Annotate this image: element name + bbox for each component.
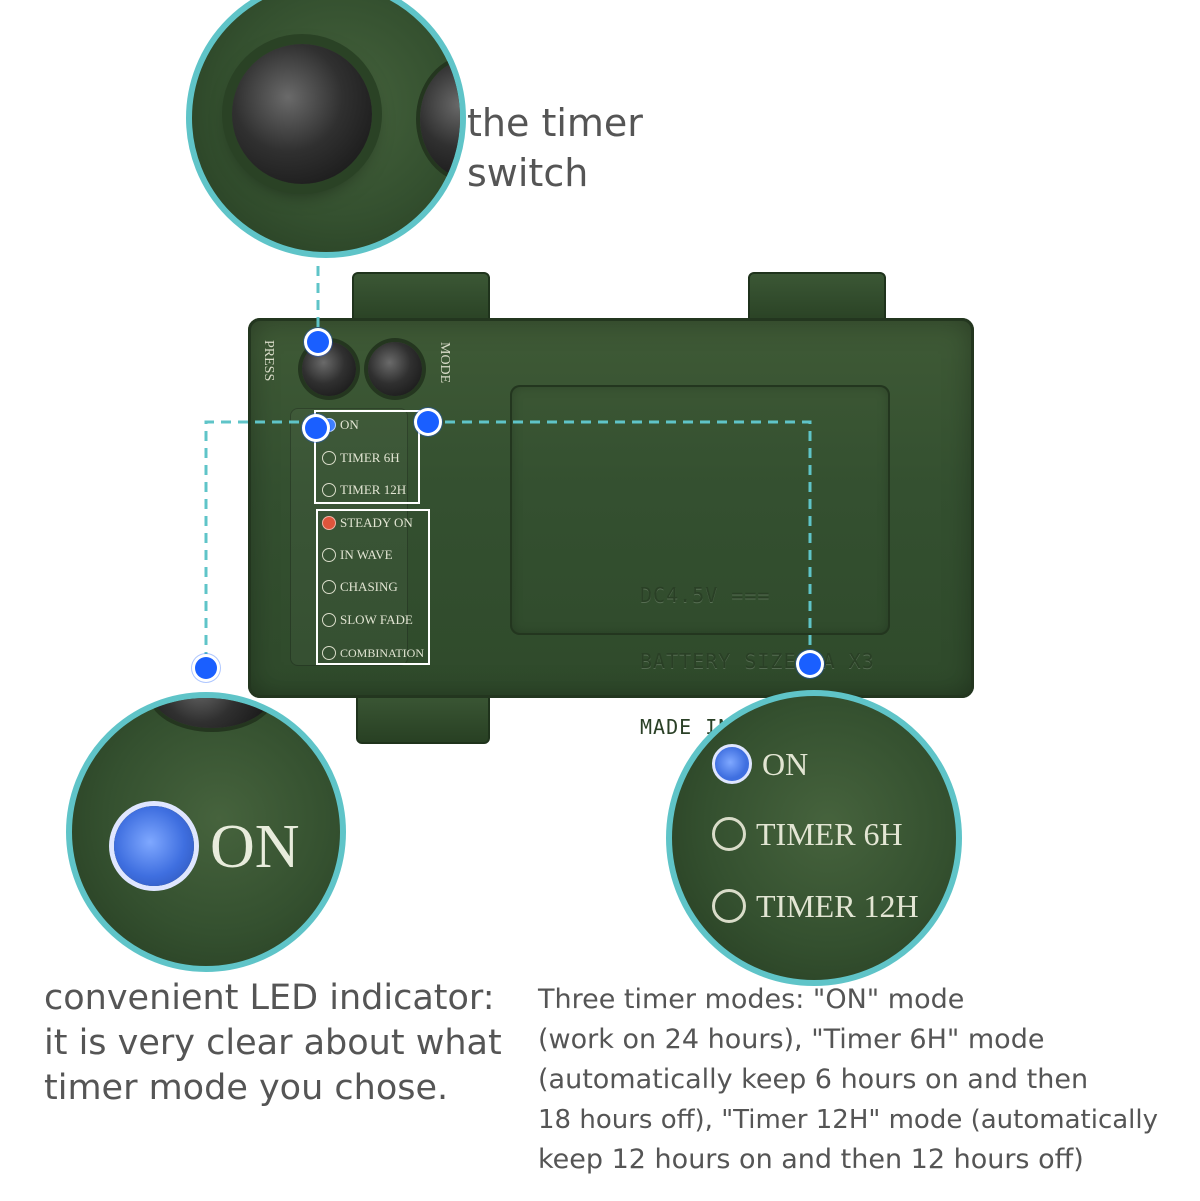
timer-led-group-highlight <box>314 410 420 504</box>
led-row-in-wave: IN WAVE <box>322 544 393 566</box>
marker-dot-on-led <box>305 417 327 439</box>
caption-modes-line: (work on 24 hours), "Timer 6H" mode <box>538 1024 1045 1055</box>
zoom-timer-switch <box>186 0 466 258</box>
caption-timer-switch-line: switch <box>467 151 589 195</box>
led-label: SLOW FADE <box>340 612 413 627</box>
caption-led-line: it is very clear about what <box>44 1023 502 1063</box>
led-indicator-icon <box>322 451 336 465</box>
marker-dot-timer-zoom <box>799 653 821 675</box>
zoom-timer-modes: ON TIMER 6H TIMER 12H <box>666 690 962 986</box>
caption-timer-switch-line: the timer <box>467 101 643 145</box>
led-indicator-icon <box>322 483 336 497</box>
mode-led-group-highlight <box>316 509 430 665</box>
zoom-led-label: TIMER 6H <box>756 815 903 852</box>
caption-timer-switch: the timer switch <box>467 98 643 198</box>
zoom-led-label: TIMER 12H <box>756 887 919 924</box>
led-row-combination: COMBINATION <box>322 642 424 664</box>
led-row-timer-6h: TIMER 6H <box>322 447 400 469</box>
zoomed-led-indicator-icon <box>712 817 746 851</box>
zoomed-led-indicator-icon <box>712 744 752 784</box>
led-label: TIMER 6H <box>340 450 400 465</box>
zoom-led-label: ON <box>762 745 809 782</box>
battery-box <box>248 318 974 698</box>
zoomed-on-led-icon <box>114 806 194 886</box>
zoomed-led-indicator-icon <box>712 889 746 923</box>
led-label: ON <box>340 417 359 432</box>
press-label: PRESS <box>261 340 276 382</box>
caption-led-line: timer mode you chose. <box>44 1068 449 1108</box>
imprint-line: DC4.5V === <box>640 583 771 607</box>
mode-button[interactable] <box>368 342 422 396</box>
led-label: IN WAVE <box>340 547 393 562</box>
led-label: COMBINATION <box>340 645 424 660</box>
led-indicator-icon <box>322 613 336 627</box>
callout-line-timer-modes <box>428 420 812 664</box>
led-label: CHASING <box>340 579 398 594</box>
marker-dot-led-zoom <box>195 657 217 679</box>
caption-modes-line: (automatically keep 6 hours on and then <box>538 1064 1089 1095</box>
zoom-row-on: ON <box>712 744 808 784</box>
led-indicator-icon <box>322 580 336 594</box>
led-row-slow-fade: SLOW FADE <box>322 609 413 631</box>
zoomed-on-label: ON <box>210 813 300 881</box>
led-indicator-icon <box>322 516 336 530</box>
caption-timer-modes: Three timer modes: "ON" mode (work on 24… <box>538 980 1158 1180</box>
caption-modes-line: keep 12 hours on and then 12 hours off) <box>538 1144 1084 1175</box>
marker-dot-timer-button <box>307 331 329 353</box>
caption-modes-line: 18 hours off), "Timer 12H" mode (automat… <box>538 1105 1159 1135</box>
led-row-steady-on: STEADY ON <box>322 512 413 534</box>
led-row-timer-12h: TIMER 12H <box>322 479 406 501</box>
mode-label: MODE <box>437 342 452 384</box>
callout-line-led <box>204 420 316 668</box>
zoomed-button-edge-icon <box>152 698 272 728</box>
caption-led-indicator: convenient LED indicator: it is very cle… <box>44 976 502 1111</box>
led-label: TIMER 12H <box>340 482 407 497</box>
led-row-chasing: CHASING <box>322 576 398 598</box>
caption-modes-line: Three timer modes: "ON" mode <box>538 984 965 1015</box>
zoom-led-indicator: ON <box>66 692 346 972</box>
led-indicator-icon <box>322 646 336 660</box>
led-label: STEADY ON <box>340 515 413 530</box>
caption-led-line: convenient LED indicator: <box>44 978 495 1018</box>
zoomed-timer-button-icon <box>232 44 372 184</box>
zoom-row-timer-6h: TIMER 6H <box>712 814 903 854</box>
marker-dot-timer-group <box>417 411 439 433</box>
hinge-bottom <box>356 692 490 744</box>
zoom-row-timer-12h: TIMER 12H <box>712 886 919 926</box>
led-indicator-icon <box>322 548 336 562</box>
